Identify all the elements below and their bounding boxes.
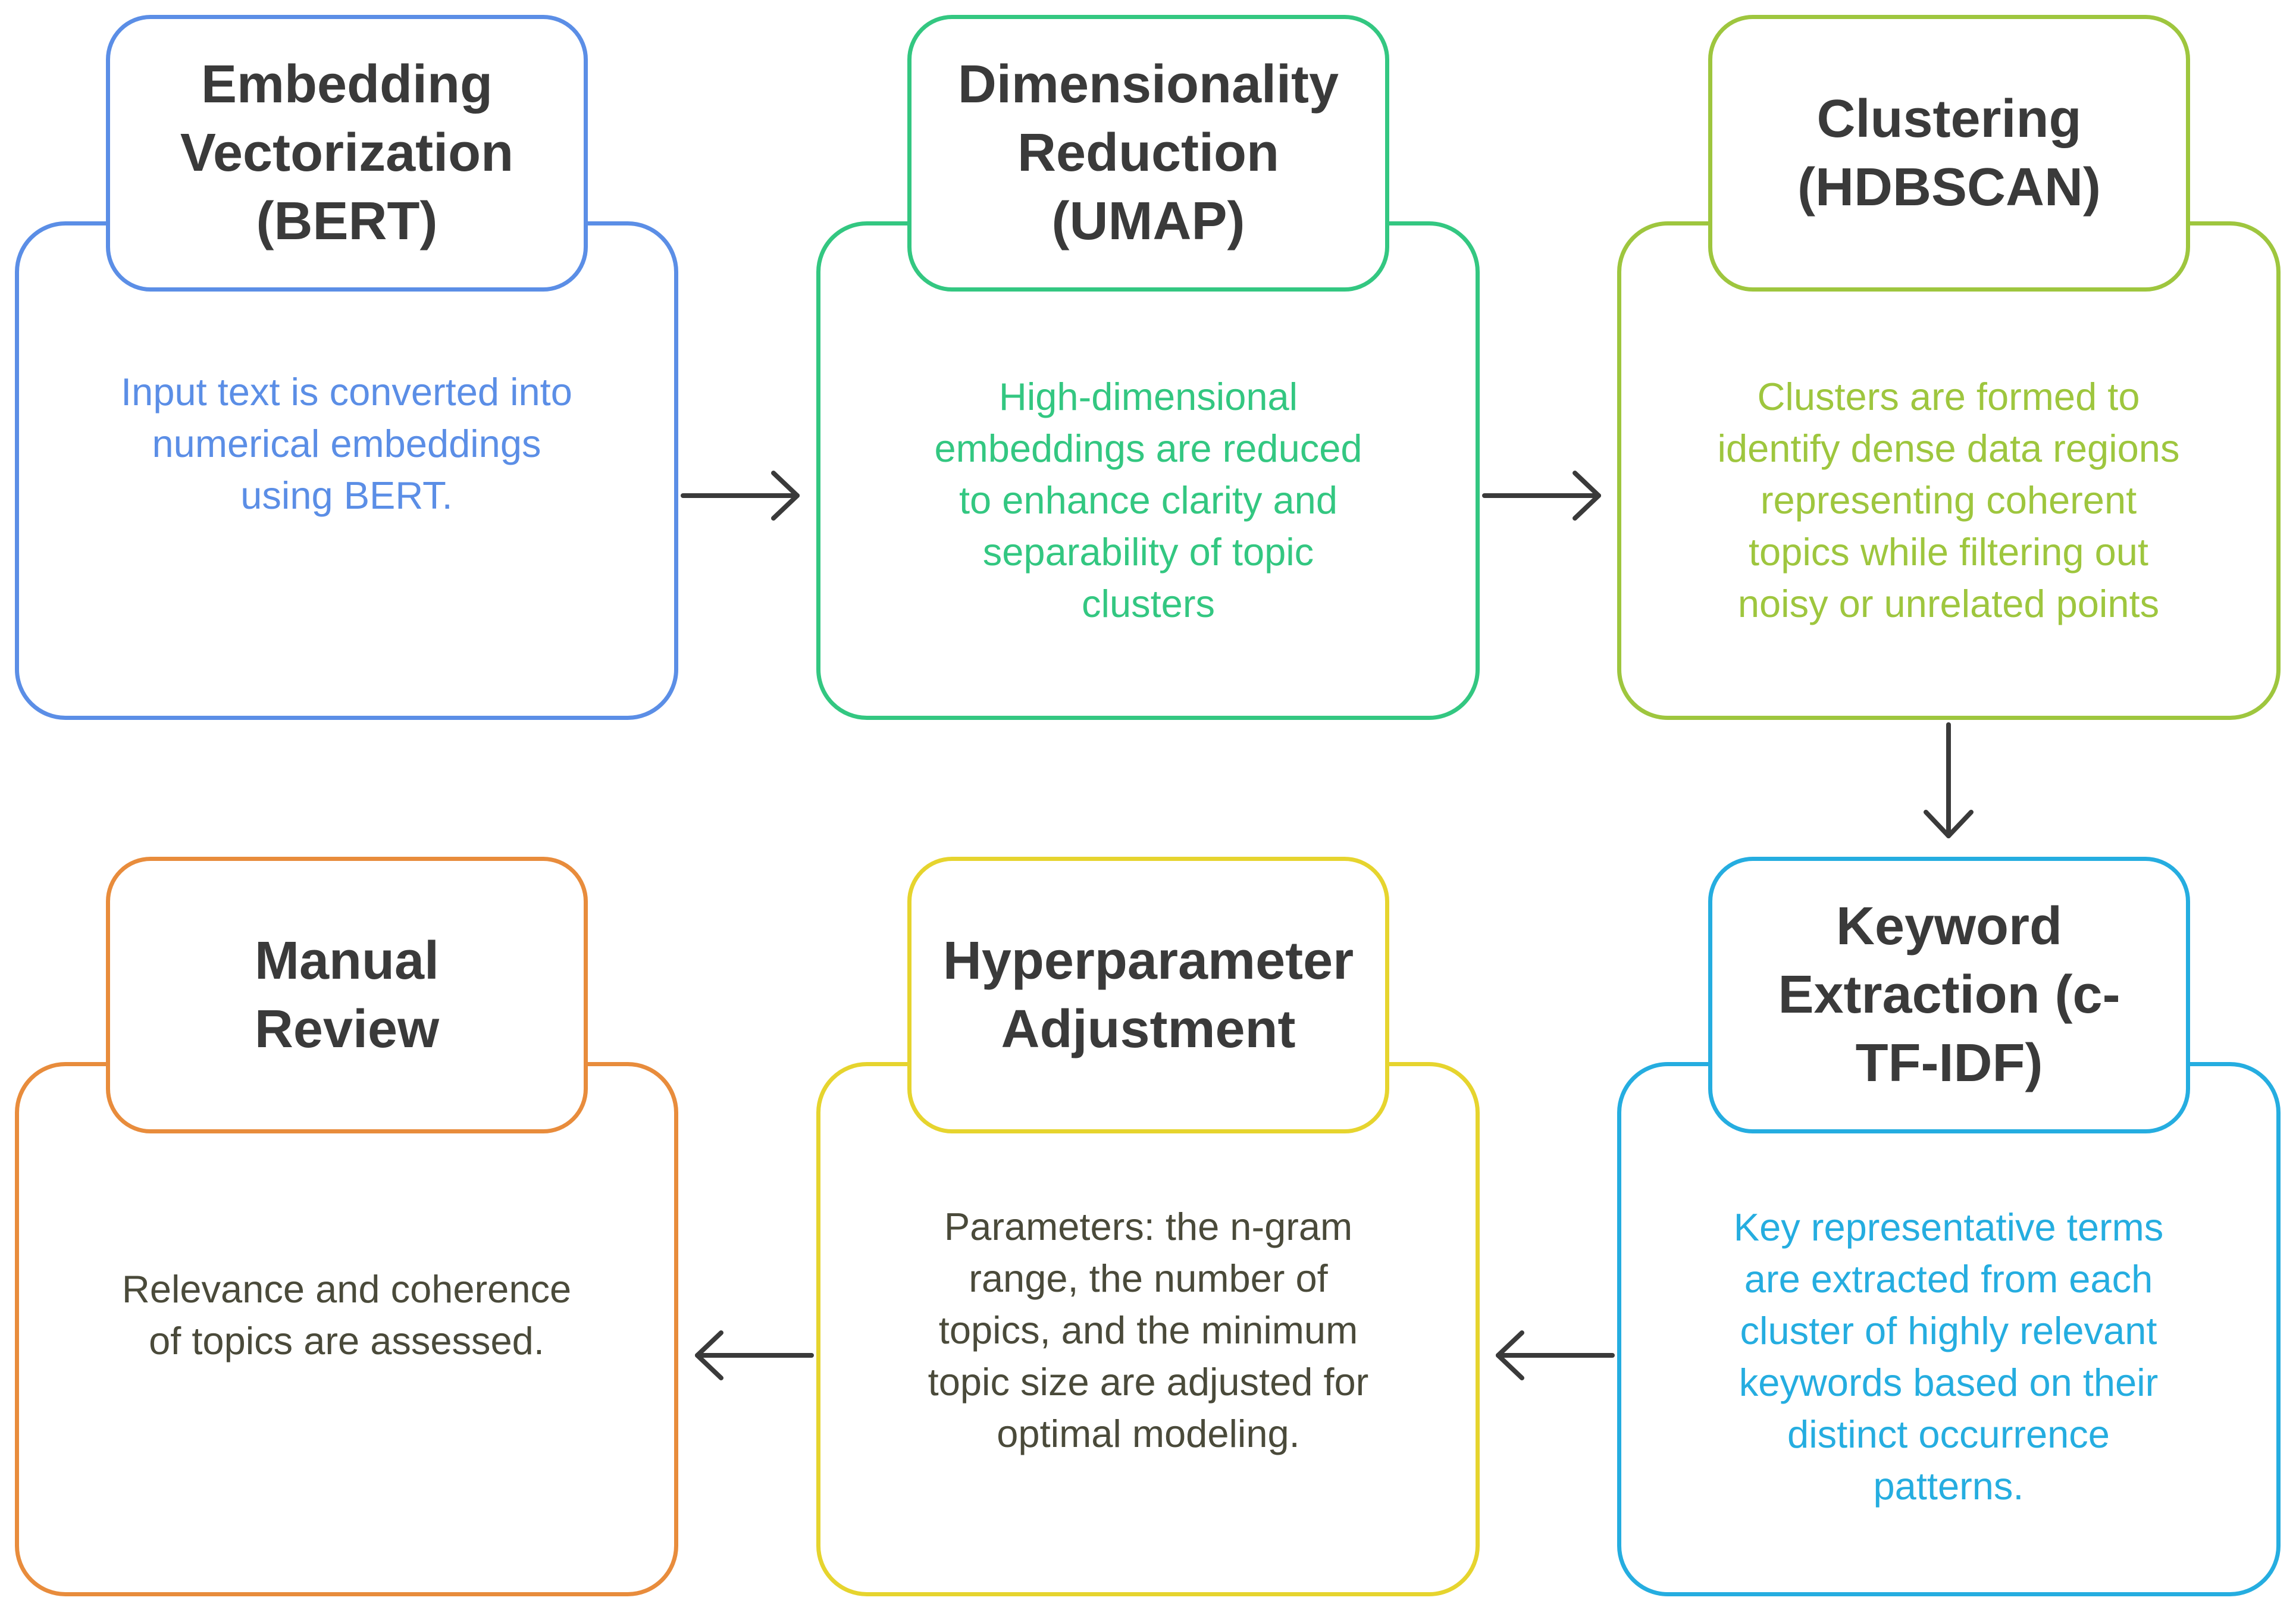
step-embedding-desc-area: Input text is converted into numerical e… [36,363,657,524]
arrow-dimensionality-to-clustering [1482,471,1601,521]
step-hyperparameter-card [816,1062,1480,1596]
step-keyword-desc-area: Key representative terms are extracted f… [1636,1190,2261,1523]
step-keyword-card [1617,1062,2281,1596]
step-hyperparameter-title-box: Hyperparameter Adjustment [907,857,1389,1133]
step-keyword-title-box: Keyword Extraction (c- TF-IDF) [1708,857,2190,1133]
step-embedding-description: Input text is converted into numerical e… [121,369,572,517]
step-embedding-card [15,221,678,720]
step-manual-review-description: Relevance and coherence of topics are as… [121,1267,572,1362]
step-dimensionality-description: High-dimensional embeddings are reduced … [934,374,1362,625]
step-hyperparameter-title: Hyperparameter Adjustment [942,931,1354,1059]
arrow-keyword-to-hyperparameter [1496,1330,1615,1380]
step-dimensionality-title-box: Dimensionality Reduction (UMAP) [907,15,1389,292]
step-manual-review-card [15,1062,678,1596]
arrow-embedding-to-dimensionality [681,471,800,521]
step-clustering-description: Clusters are formed to identify dense da… [1717,374,2180,625]
step-manual-review-desc-area: Relevance and coherence of topics are as… [36,1255,657,1374]
step-dimensionality-card [816,221,1480,720]
step-clustering-title-box: Clustering (HDBSCAN) [1708,15,2190,292]
step-clustering-card [1617,221,2281,720]
step-keyword-description: Key representative terms are extracted f… [1733,1205,2164,1508]
step-embedding-title: Embedding Vectorization (BERT) [180,55,514,251]
step-clustering-title: Clustering (HDBSCAN) [1797,89,2101,217]
step-hyperparameter-description: Parameters: the n-gram range, the number… [928,1204,1369,1455]
step-hyperparameter-desc-area: Parameters: the n-gram range, the number… [836,1190,1461,1470]
step-clustering-desc-area: Clusters are formed to identify dense da… [1636,357,2261,643]
step-embedding-title-box: Embedding Vectorization (BERT) [106,15,588,292]
step-dimensionality-title: Dimensionality Reduction (UMAP) [957,55,1339,251]
arrow-clustering-to-keyword [1924,722,1974,838]
step-keyword-title: Keyword Extraction (c- TF-IDF) [1778,897,2120,1093]
step-manual-review-title: Manual Review [254,931,440,1059]
arrow-hyperparameter-to-manual-review [695,1330,814,1380]
step-dimensionality-desc-area: High-dimensional embeddings are reduced … [836,357,1461,643]
step-manual-review-title-box: Manual Review [106,857,588,1133]
